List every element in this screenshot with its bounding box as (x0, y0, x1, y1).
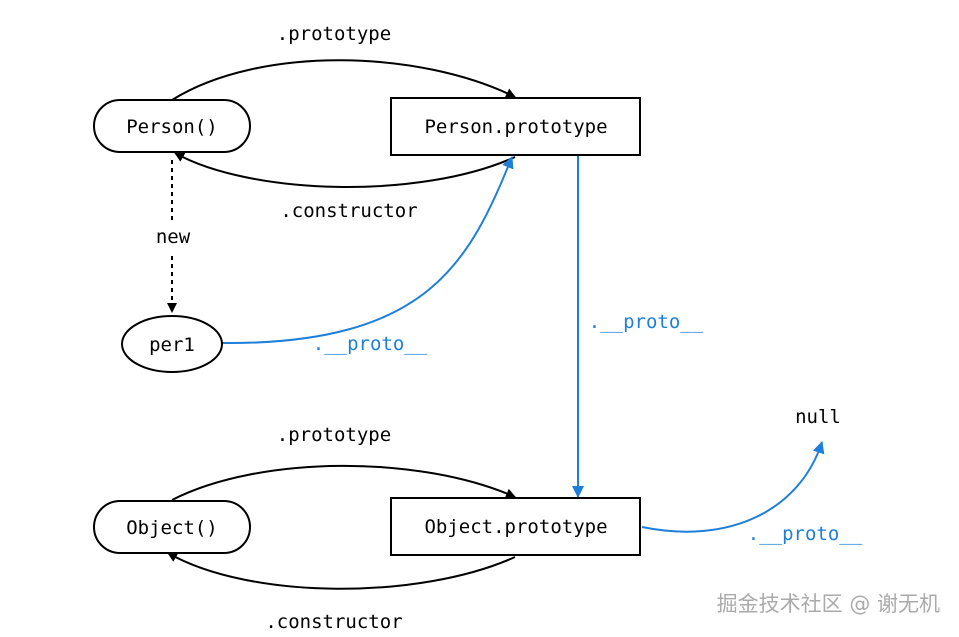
personproto-proto-edge-label: .__proto__ (589, 311, 704, 333)
object-constructor-label: Object() (126, 517, 218, 539)
object-prototype-node (390, 497, 641, 556)
person-prototype-label: Person.prototype (424, 116, 607, 138)
per1-node (121, 315, 223, 373)
per1-label: per1 (149, 334, 195, 356)
person-prototype-arrow (171, 59, 516, 101)
watermark-text: 掘金技术社区 @ 谢无机 (717, 592, 940, 616)
per1-proto-edge-label: .__proto__ (313, 333, 428, 355)
person-constructor-label: Person() (126, 116, 218, 138)
person-constructor-edge-label: .constructor (280, 200, 417, 222)
new-edge-label: new (156, 226, 191, 248)
person-constructor-arrow (174, 152, 516, 188)
person-prototype-node (390, 97, 641, 156)
object-constructor-edge-label: .constructor (265, 611, 402, 633)
objectproto-proto-arrow (641, 441, 825, 533)
null-label: null (795, 406, 841, 428)
person-prototype-edge-label: .prototype (277, 23, 391, 45)
person-constructor-node (93, 99, 251, 153)
object-constructor-node (93, 500, 251, 554)
object-constructor-arrow (167, 552, 516, 590)
object-prototype-edge-label: .prototype (277, 424, 391, 446)
object-prototype-arrow (171, 464, 516, 501)
objectproto-proto-edge-label: .__proto__ (748, 523, 863, 545)
new-label-bg (148, 222, 198, 252)
per1-proto-arrow (221, 156, 514, 345)
object-prototype-label: Object.prototype (424, 516, 607, 538)
